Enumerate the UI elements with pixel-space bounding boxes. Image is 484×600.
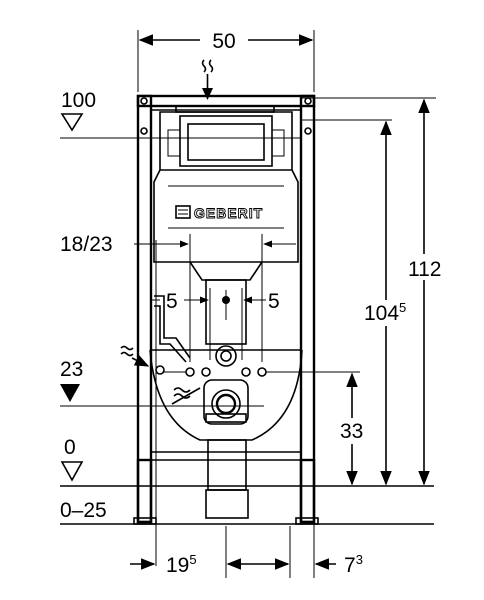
width-dimension: 50 xyxy=(137,30,315,92)
height-dimensions: 112 1045 33 xyxy=(300,97,448,486)
offset-right-label: 5 xyxy=(268,290,280,313)
waste-height-label: 23 xyxy=(60,358,83,381)
pipe-label: 18/23 xyxy=(60,233,113,256)
bottom-right-sup: 3 xyxy=(356,552,363,567)
floor-level: 0 0–25 xyxy=(60,436,434,525)
cistern: GEBERIT xyxy=(153,105,299,345)
level-top-label: 100 xyxy=(61,89,96,112)
bottom-left-label: 195 xyxy=(166,552,197,577)
adjust-label: 0–25 xyxy=(60,499,107,522)
bottom-dimensions: 195 73 xyxy=(130,524,363,578)
bottom-right-main: 7 xyxy=(344,554,356,577)
floor-label: 0 xyxy=(64,436,76,459)
outlet-height-label: 33 xyxy=(340,420,363,443)
offset-left-label: 5 xyxy=(166,290,178,313)
total-height-label: 112 xyxy=(408,258,441,281)
bottom-left-main: 19 xyxy=(166,554,189,577)
wc-bowl xyxy=(149,349,360,519)
inner-height-label: 1045 xyxy=(364,300,406,325)
pipe-dimension: 18/23 xyxy=(60,233,296,566)
brand-name: GEBERIT xyxy=(194,205,263,221)
inner-height-sup: 5 xyxy=(399,300,406,315)
offset-dimensions: 5 5 xyxy=(166,288,280,360)
wavy-water-icon xyxy=(201,59,214,100)
waste-level: 23 xyxy=(60,345,264,407)
inner-height-main: 104 xyxy=(364,302,399,325)
bottom-right-label: 73 xyxy=(344,552,363,577)
geberit-logo: GEBERIT xyxy=(175,205,263,221)
bottom-left-sup: 5 xyxy=(189,552,196,567)
width-label: 50 xyxy=(212,30,235,53)
supply-pipe xyxy=(152,295,237,367)
